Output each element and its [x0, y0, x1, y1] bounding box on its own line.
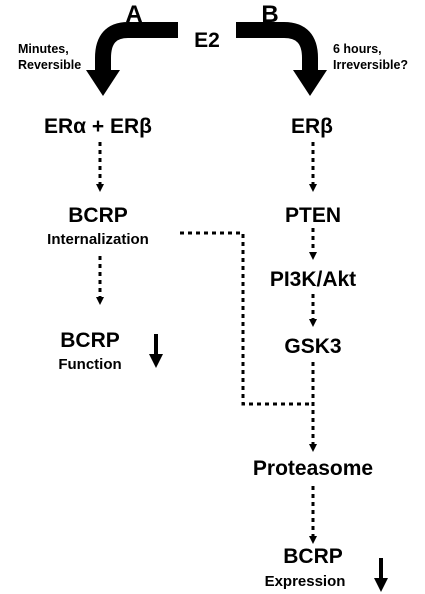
- bcrp-function-sub: Function: [58, 356, 122, 373]
- pathway-a-timing-line1: Minutes,: [18, 42, 69, 56]
- bcrp-expression-title: BCRP: [283, 545, 343, 568]
- pathway-b-timing-line1: 6 hours,: [333, 42, 382, 56]
- bcrp-internalization-title: BCRP: [68, 204, 128, 227]
- pathway-a-receptor: ERα + ERβ: [43, 115, 153, 138]
- pathway-b-timing: 6 hours, Irreversible?: [333, 42, 408, 73]
- pathway-b-receptor: ERβ: [291, 115, 333, 138]
- pathway-a-timing-line2: Reversible: [18, 57, 82, 72]
- down-arrow-icon: [149, 334, 163, 368]
- bcrp-internalization-sub: Internalization: [47, 231, 149, 248]
- pathway-a-timing: Minutes, Reversible: [18, 42, 81, 73]
- e2-node: E2: [194, 29, 220, 52]
- gsk3-node: GSK3: [284, 335, 342, 358]
- pi3k-akt-node: PI3K/Akt: [269, 268, 357, 291]
- curved-arrow-b: [236, 22, 318, 72]
- arrowhead-b: [293, 70, 327, 96]
- pathway-b-timing-line2: Irreversible?: [333, 57, 409, 72]
- proteasome-node: Proteasome: [252, 457, 374, 480]
- pathway-a-label: A: [125, 1, 143, 28]
- pathway-b-label: B: [261, 1, 279, 28]
- arrowhead-a: [86, 70, 120, 96]
- pten-node: PTEN: [284, 204, 342, 227]
- bcrp-function-title: BCRP: [60, 329, 120, 352]
- curved-arrow-a: [95, 22, 178, 72]
- down-arrow-icon: [374, 558, 388, 592]
- crosslink-connector: [180, 231, 313, 406]
- bcrp-expression-sub: Expression: [264, 573, 346, 590]
